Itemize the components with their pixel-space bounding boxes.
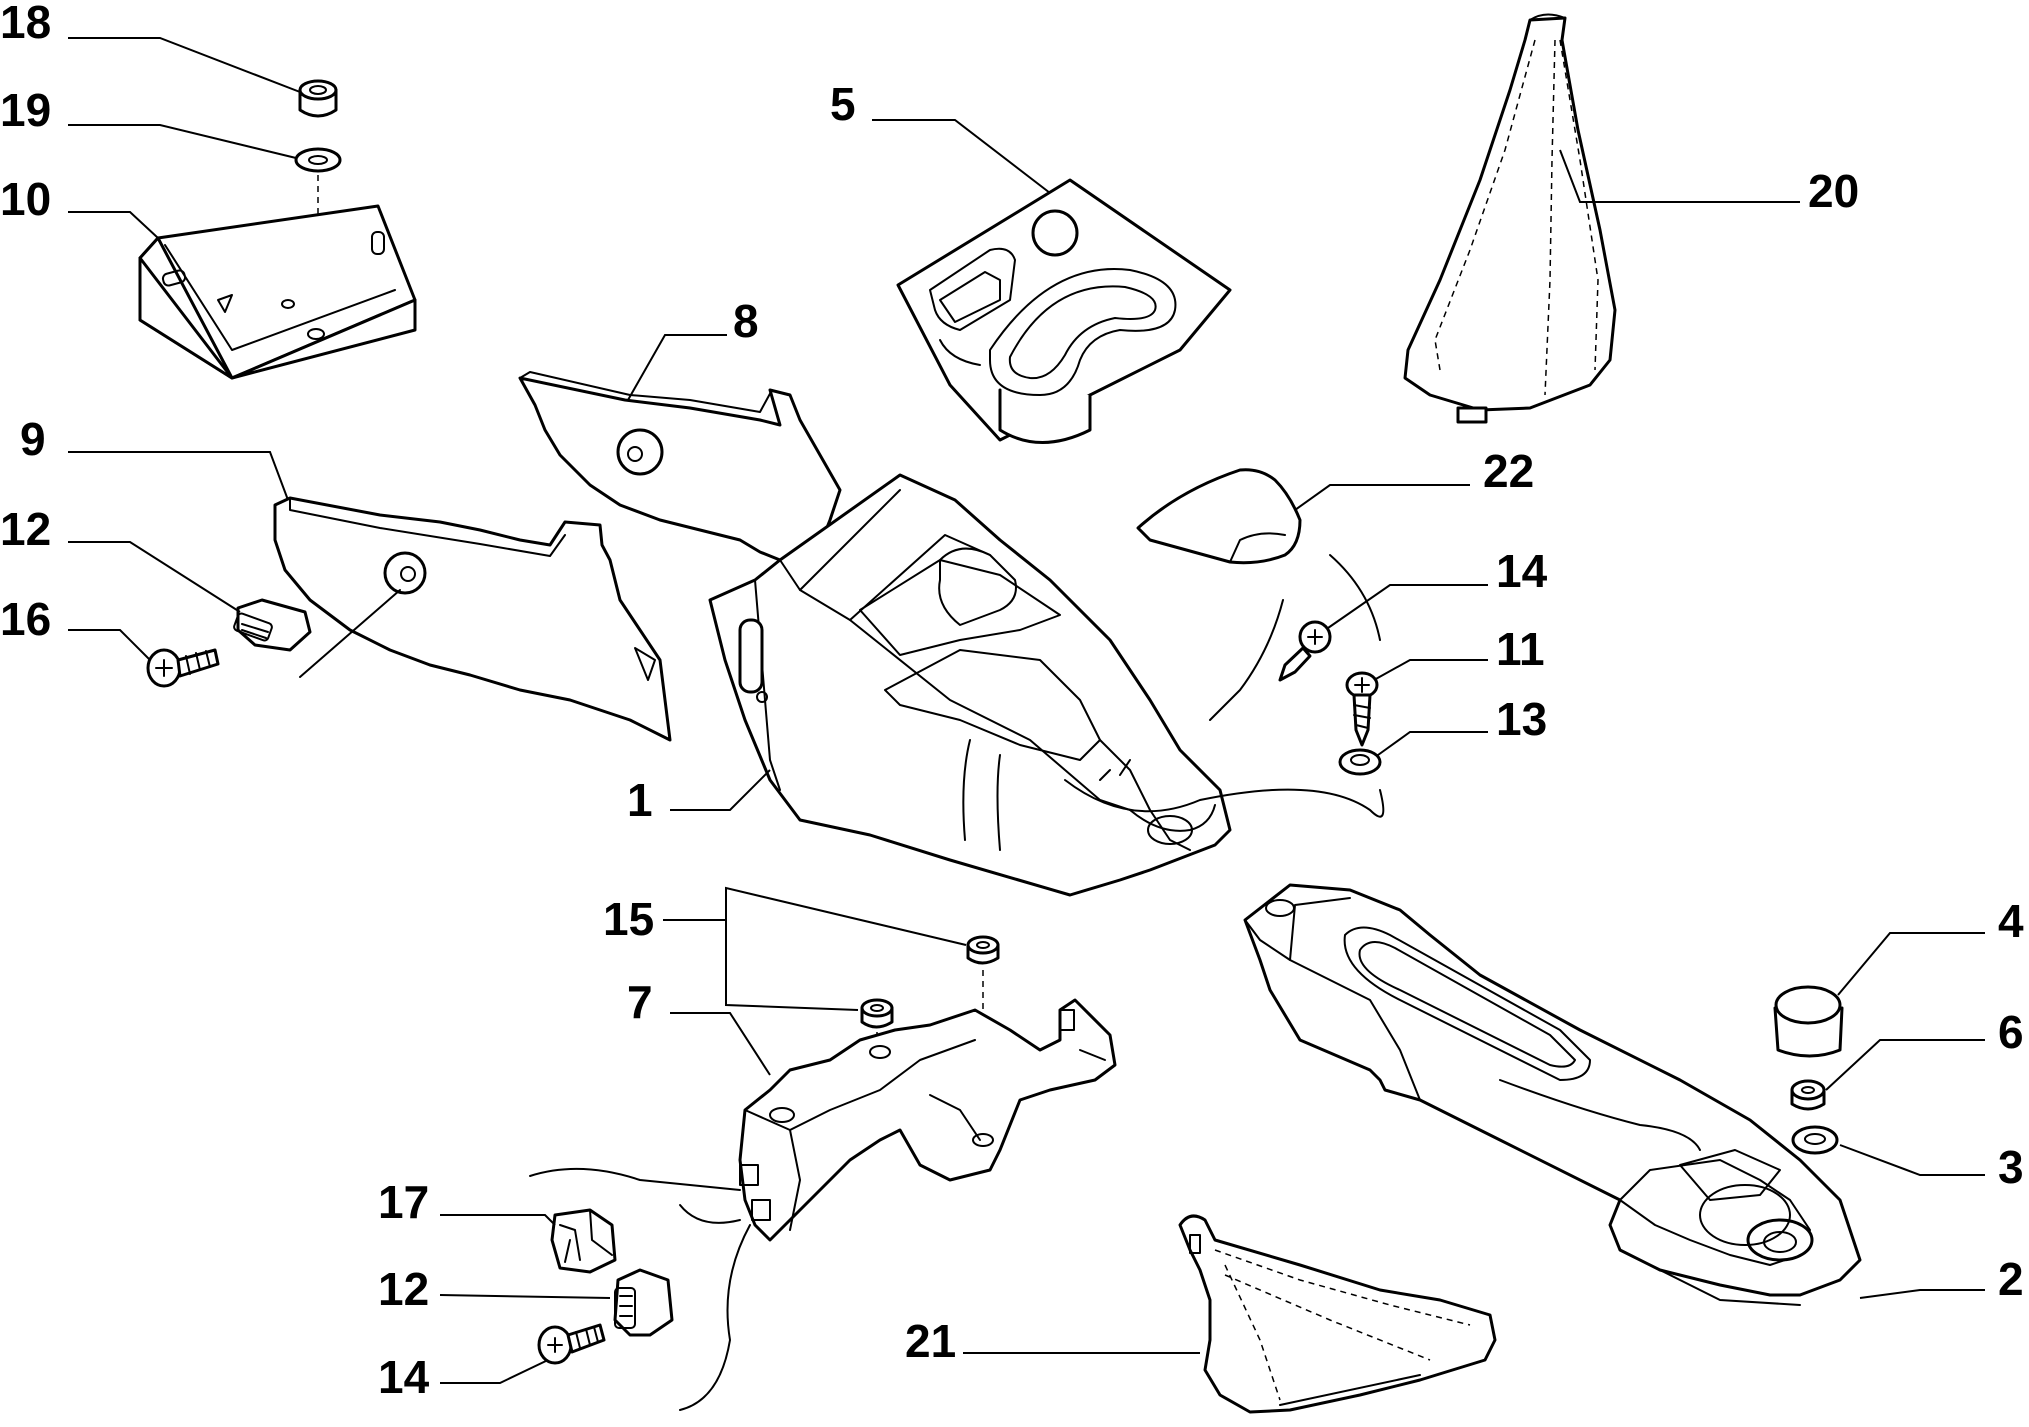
part-22-cover[interactable] <box>1136 468 1302 565</box>
part-15-nut-b[interactable] <box>966 935 1000 965</box>
part-17-clip[interactable] <box>550 1208 617 1274</box>
callout-21: 21 <box>905 1315 956 1367</box>
callout-9: 9 <box>20 413 46 465</box>
callout-3: 3 <box>1998 1141 2024 1193</box>
callout-20: 20 <box>1808 165 1859 217</box>
callout-18: 18 <box>0 0 51 48</box>
part-7-support-bracket[interactable] <box>738 998 1117 1242</box>
callout-1: 1 <box>627 774 653 826</box>
part-12-clip-lower[interactable] <box>613 1268 674 1337</box>
part-1-main-console[interactable] <box>708 473 1232 897</box>
part-4-cap[interactable] <box>1773 985 1844 1058</box>
callout-16: 16 <box>0 593 51 645</box>
part-19-washer[interactable] <box>294 147 342 173</box>
callout-7: 7 <box>627 976 653 1028</box>
callout-12-lower: 12 <box>378 1263 429 1315</box>
part-9-side-panel[interactable] <box>273 496 672 742</box>
callout-8: 8 <box>733 295 759 347</box>
callout-5: 5 <box>830 78 856 130</box>
callout-22: 22 <box>1483 445 1534 497</box>
callout-19: 19 <box>0 84 51 136</box>
callout-14-lower: 14 <box>378 1351 430 1403</box>
part-15-nut-a[interactable] <box>860 998 894 1029</box>
part-6-nut[interactable] <box>1790 1079 1826 1111</box>
part-3-washer[interactable] <box>1791 1125 1839 1155</box>
part-21-handbrake-boot[interactable] <box>1178 1214 1497 1414</box>
callout-10: 10 <box>0 173 51 225</box>
callout-11: 11 <box>1496 623 1545 675</box>
callout-15: 15 <box>603 893 654 945</box>
part-10-bracket[interactable] <box>138 204 417 380</box>
part-18-nut[interactable] <box>298 79 338 118</box>
callout-14-upper: 14 <box>1496 545 1548 597</box>
callout-6: 6 <box>1998 1006 2024 1058</box>
part-8-side-panel[interactable] <box>518 371 842 562</box>
callout-13: 13 <box>1496 693 1547 745</box>
callout-12-upper: 12 <box>0 503 51 555</box>
part-16-screw[interactable] <box>146 648 220 688</box>
callout-4: 4 <box>1998 895 2024 947</box>
part-11-screw[interactable] <box>1345 671 1379 747</box>
part-5-cupholder-insert[interactable] <box>896 178 1232 444</box>
part-20-gear-boot[interactable] <box>1403 13 1617 424</box>
leader-lines <box>68 37 1985 1411</box>
part-14-screw-lower[interactable] <box>537 1323 606 1365</box>
callout-17: 17 <box>378 1176 429 1228</box>
part-12-clip-upper[interactable] <box>233 598 312 652</box>
part-2-rear-console[interactable] <box>1243 883 1862 1306</box>
part-13-washer[interactable] <box>1338 748 1382 776</box>
callout-2: 2 <box>1998 1253 2024 1305</box>
part-14-screw-upper[interactable] <box>1278 620 1332 682</box>
